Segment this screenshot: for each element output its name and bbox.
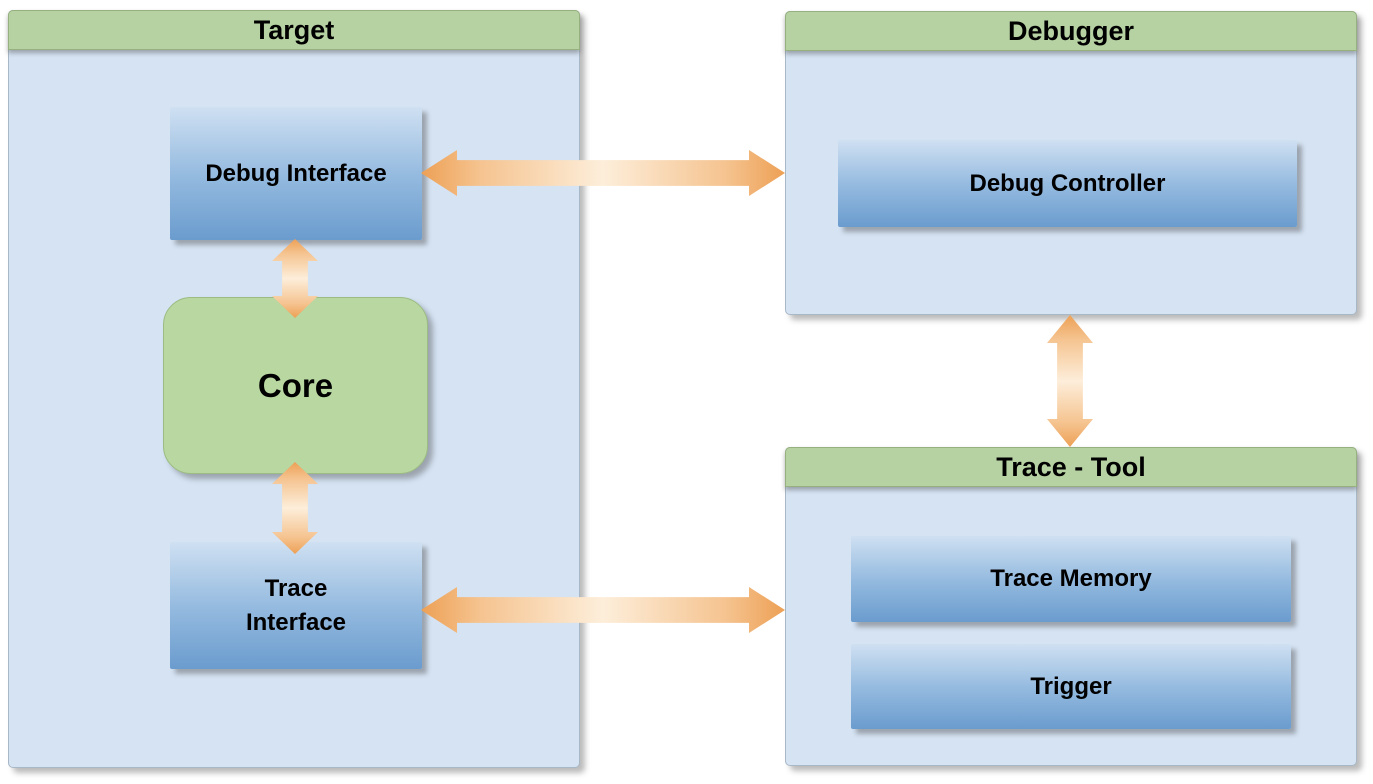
target-title: Target — [253, 14, 335, 45]
trace-tool-header: Trace - Tool — [785, 447, 1357, 487]
trace-tool-title: Trace - Tool — [996, 451, 1146, 482]
bidirectional-arrow-debugger-trace-tool — [1047, 315, 1093, 447]
debug-interface-node: Debug Interface — [170, 107, 422, 240]
debug-interface-label: Debug Interface — [205, 159, 387, 187]
debug-controller-node: Debug Controller — [838, 140, 1297, 227]
trace-memory-node: Trace Memory — [851, 536, 1291, 622]
core-node: Core — [163, 297, 428, 474]
trace-memory-label: Trace Memory — [990, 565, 1152, 593]
trace-interface-label: Trace Interface — [245, 574, 347, 636]
debugger-header: Debugger — [785, 11, 1357, 51]
trigger-node: Trigger — [851, 644, 1291, 729]
trigger-label: Trigger — [1030, 672, 1112, 700]
trace-interface-node: Trace Interface — [170, 542, 422, 669]
core-label: Core — [257, 366, 334, 404]
target-header: Target — [8, 10, 580, 50]
debugger-title: Debugger — [1007, 15, 1134, 46]
debug-controller-label: Debug Controller — [969, 169, 1166, 197]
